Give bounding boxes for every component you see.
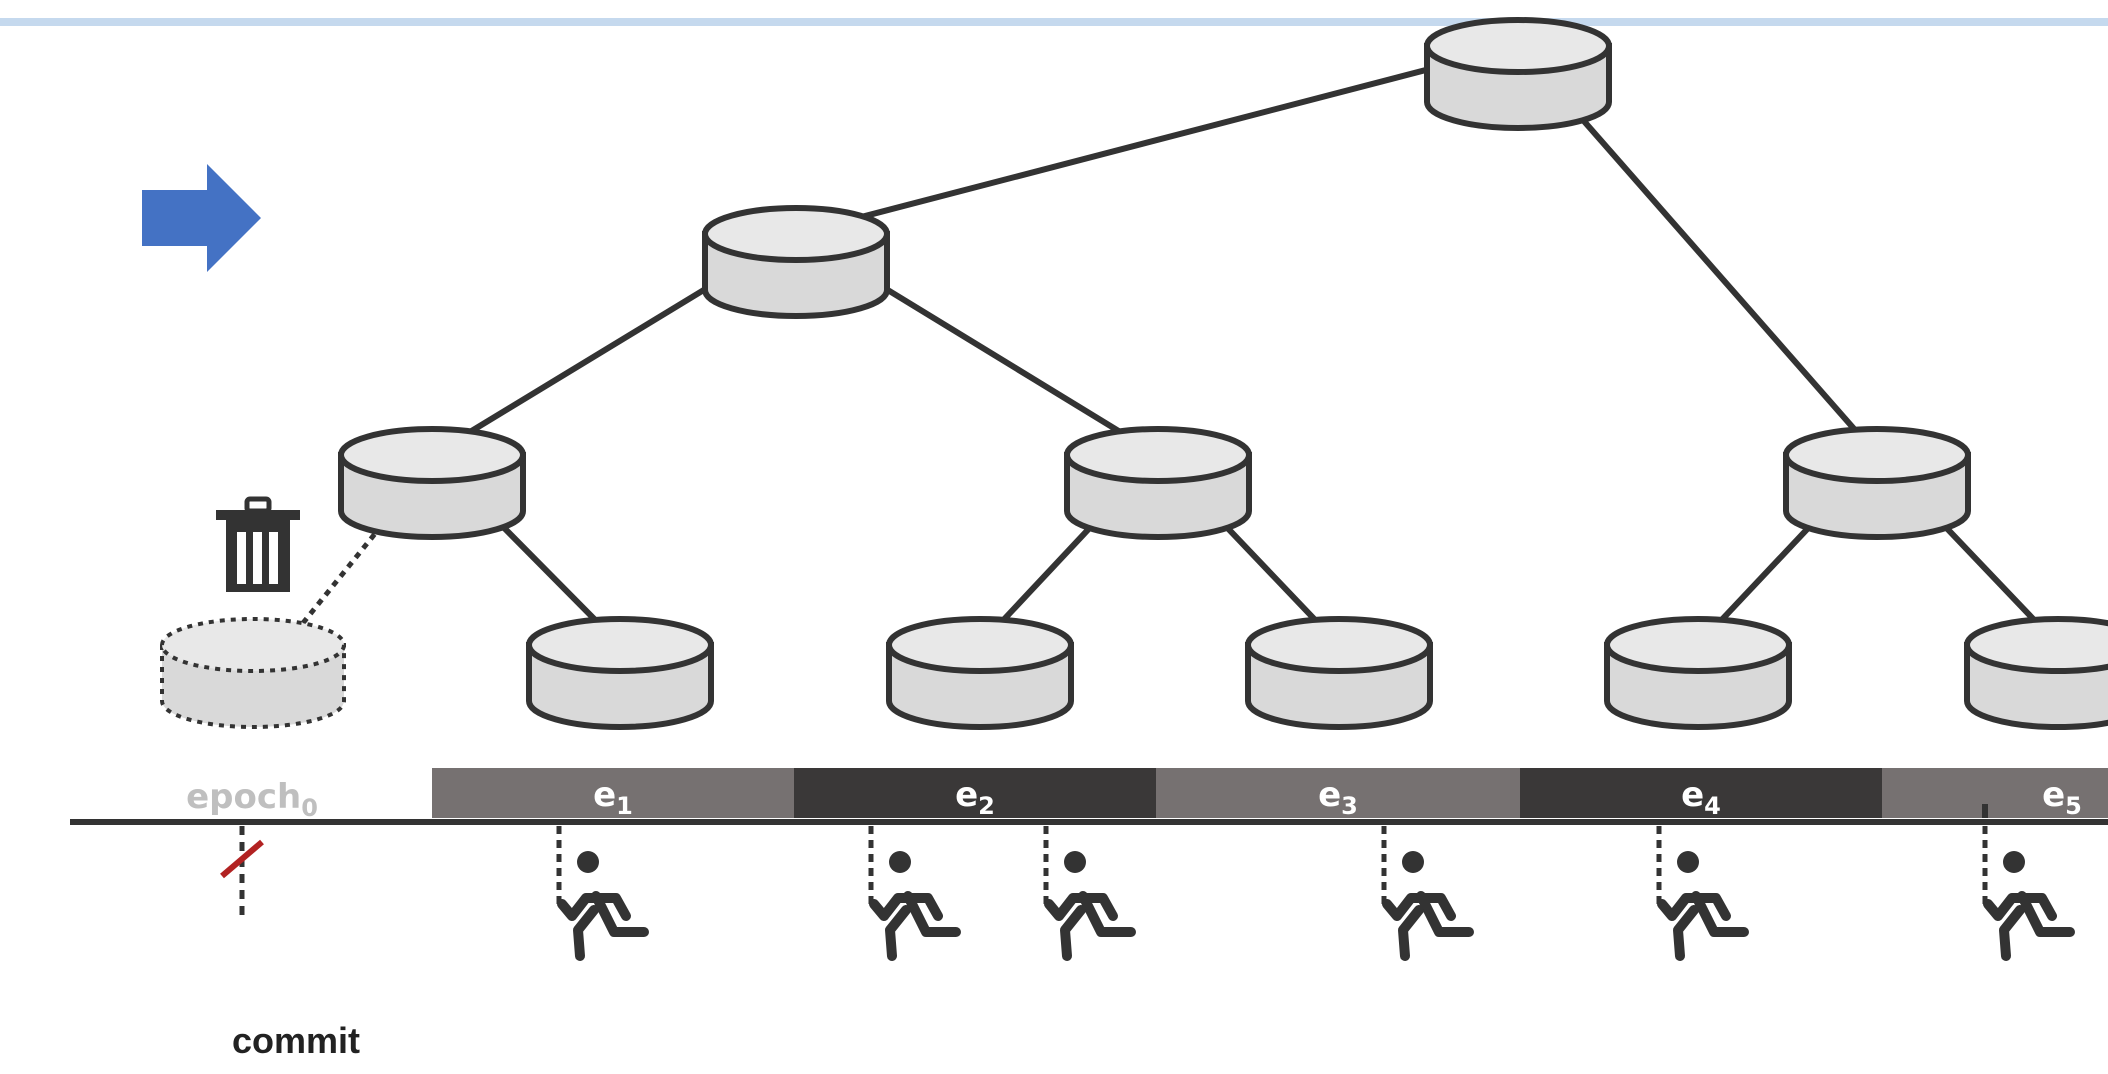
database-icon-leaf-5	[1964, 616, 2108, 730]
epoch-bar-e5	[1882, 768, 2108, 818]
epoch-label-e5: e5	[2042, 775, 2082, 820]
epoch-timeline: epoch0 e1 e2 e3 e4 e5	[70, 768, 2108, 825]
right-arrow-icon	[142, 164, 261, 272]
running-person-icon	[874, 851, 956, 956]
epoch-label-e4: e4	[1681, 775, 1721, 820]
runner-e4	[1656, 826, 1744, 956]
database-icon-root	[1424, 17, 1612, 131]
database-icon-leaf-3	[1245, 616, 1433, 730]
epoch0-label: epoch0	[186, 777, 318, 822]
running-person-icon	[1988, 851, 2070, 956]
database-icon-leaf-4	[1604, 616, 1792, 730]
runner-e2-b	[1043, 826, 1131, 956]
database-icon-center	[1064, 426, 1252, 540]
epoch-bar-e4	[1520, 768, 1882, 818]
commit-marker	[220, 826, 264, 922]
commit-label: commit	[232, 1020, 361, 1061]
epoch-bar-e3	[1156, 768, 1520, 818]
running-person-icon	[1387, 851, 1469, 956]
runner-e2-a	[868, 826, 956, 956]
trash-icon	[216, 496, 300, 592]
tree-nodes	[160, 17, 2108, 730]
epoch-bar-e1	[432, 768, 794, 818]
top-bar	[0, 18, 2108, 26]
database-icon-left	[338, 426, 526, 540]
database-icon-mid-left	[702, 205, 890, 319]
runners	[556, 826, 2070, 956]
tree-edge-left-deleted	[301, 523, 384, 625]
database-icon-leaf-2	[886, 616, 1074, 730]
epoch-bar-e2	[794, 768, 1156, 818]
running-person-icon	[1662, 851, 1744, 956]
running-person-icon	[562, 851, 644, 956]
epoch-label-e3: e3	[1318, 775, 1358, 820]
database-icon-leaf-1	[526, 616, 714, 730]
runner-e5	[1982, 826, 2070, 956]
tree-edges	[301, 43, 2061, 648]
epoch-label-e1: e1	[593, 775, 633, 820]
tree-edge-root-mid-left	[795, 43, 1519, 237]
database-icon-right	[1783, 426, 1971, 540]
deleted-database-icon	[160, 617, 346, 729]
running-person-icon	[1049, 851, 1131, 956]
runner-e1	[556, 826, 644, 956]
cut-mark	[220, 839, 264, 879]
runner-e3	[1381, 826, 1469, 956]
epoch-label-e2: e2	[955, 775, 995, 820]
